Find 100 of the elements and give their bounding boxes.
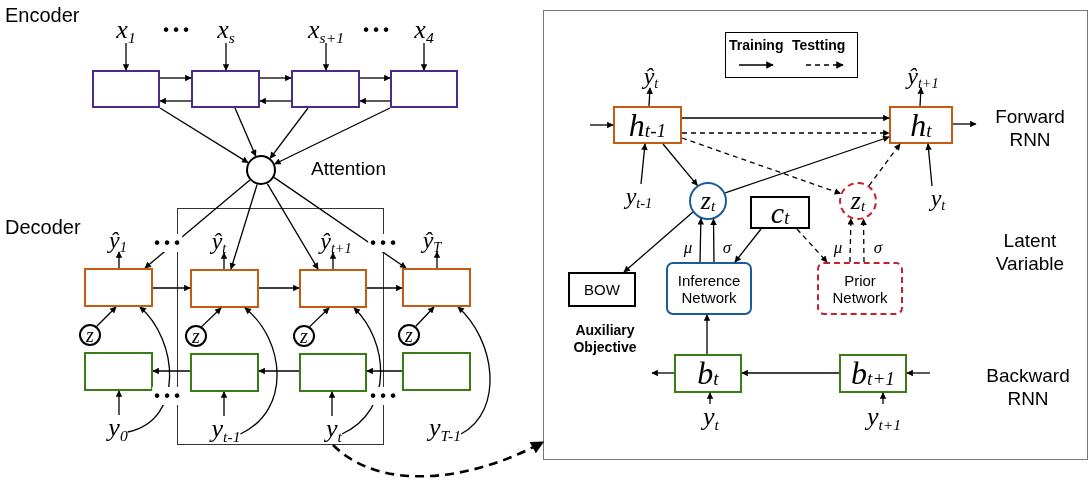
decoder-state-box [84,268,153,307]
arrow [710,218,717,263]
arrow [906,369,931,377]
arrow [159,74,192,82]
variable-label: x$_{s}$ [217,17,235,43]
variable-label: y$_{t}$ [326,416,342,442]
arrow [734,228,762,263]
arrow [341,307,382,435]
backward-state-box [402,352,471,391]
arrow [229,183,258,270]
arrow [420,42,428,71]
row-label: Auxiliary Objective [572,322,638,356]
variable-label: x$_{s+1}$ [308,17,344,43]
decoder-state-box [190,269,259,308]
arrow [152,367,191,375]
arrow [741,369,840,377]
arrow [662,143,698,186]
arrow [239,307,278,435]
bow-box: BOW [568,272,636,307]
arrow [697,217,705,263]
context-box: c$_{t}$ [750,196,810,229]
arrow [703,314,711,355]
dashed-arrow [847,217,855,263]
arrow [623,211,694,273]
arrow [415,306,435,327]
arrow [309,307,330,328]
arrow [952,120,977,128]
arrow [152,284,191,292]
backward-state-box [190,353,259,392]
dashed-arrow [332,440,545,478]
arrow [706,392,714,405]
inference-network-box: Inference Network [666,262,752,315]
arrow [115,251,123,269]
arrow [258,367,300,375]
backward-state-box [84,352,153,391]
arrow [96,306,117,327]
decoder-state-box [299,269,367,308]
arrow [724,135,890,194]
arrow [273,176,407,269]
variable-label: ŷ$_{t}$ [643,64,659,88]
variable-label: ŷ$_{1}$ [109,228,127,252]
row-label: Forward RNN [994,106,1066,152]
latent-circle: z [185,325,207,347]
variable-label: x$_{4}$ [414,17,434,43]
arrow [366,367,403,375]
ellipsis-dots: • • • [368,387,398,405]
prior-network-box: Prior Network [817,262,903,315]
arrow [115,390,123,416]
panel-frame [543,10,1088,460]
arrow [640,143,648,185]
latent-circle: z [398,324,420,346]
section-title: Encoder [5,4,80,27]
arrow [925,143,933,187]
arrow [646,87,653,107]
dashed-arrow [681,137,842,195]
ellipsis-dots: • • • [152,234,182,252]
arrow [222,42,230,71]
backward-state-box [299,353,367,392]
encoder-state-box [291,70,360,108]
variable-label: ŷ$_{t+1}$ [320,229,352,253]
arrow [879,392,887,405]
arrow [259,97,292,105]
latent-circle: z [293,325,315,347]
legend-text: Training [729,37,784,53]
variable-label: y$_{t}$ [930,186,946,210]
arrow [159,97,192,105]
arrow [269,107,309,159]
attention-circle [246,155,276,185]
arrow [917,87,924,107]
section-title: Decoder [5,216,81,239]
variable-label: y$_{t}$ [703,404,719,430]
arrow [274,107,391,165]
legend-text: Testting [792,37,846,53]
arrow [681,114,890,122]
arrow [122,42,130,71]
variable-label: y$_{t+1}$ [866,404,902,430]
encoder-state-box [390,70,458,108]
variable-label: ŷ$_{t}$ [211,229,227,253]
dashed-arrow [681,129,890,137]
arrow [433,251,441,269]
arrow [328,391,336,417]
arrow [457,306,491,435]
decoder-state-box [402,268,471,307]
arrow [322,42,330,71]
variable-label: ŷ$_{T}$ [422,228,442,252]
encoder-state-box [191,70,260,108]
row-label: Latent Variable [994,230,1066,276]
arrow [266,182,319,270]
variable-label: y$_{t-1}$ [211,416,241,442]
arrow [359,97,391,105]
encoder-state-box [92,70,160,108]
dashed-arrow [868,143,901,187]
arrow [359,74,391,82]
arrow [201,307,222,328]
arrow [234,107,257,157]
latent-circle: z [79,324,101,346]
node-caption: Attention [311,158,386,180]
arrow [220,391,228,417]
arrow [259,74,292,82]
arrow [127,306,171,433]
